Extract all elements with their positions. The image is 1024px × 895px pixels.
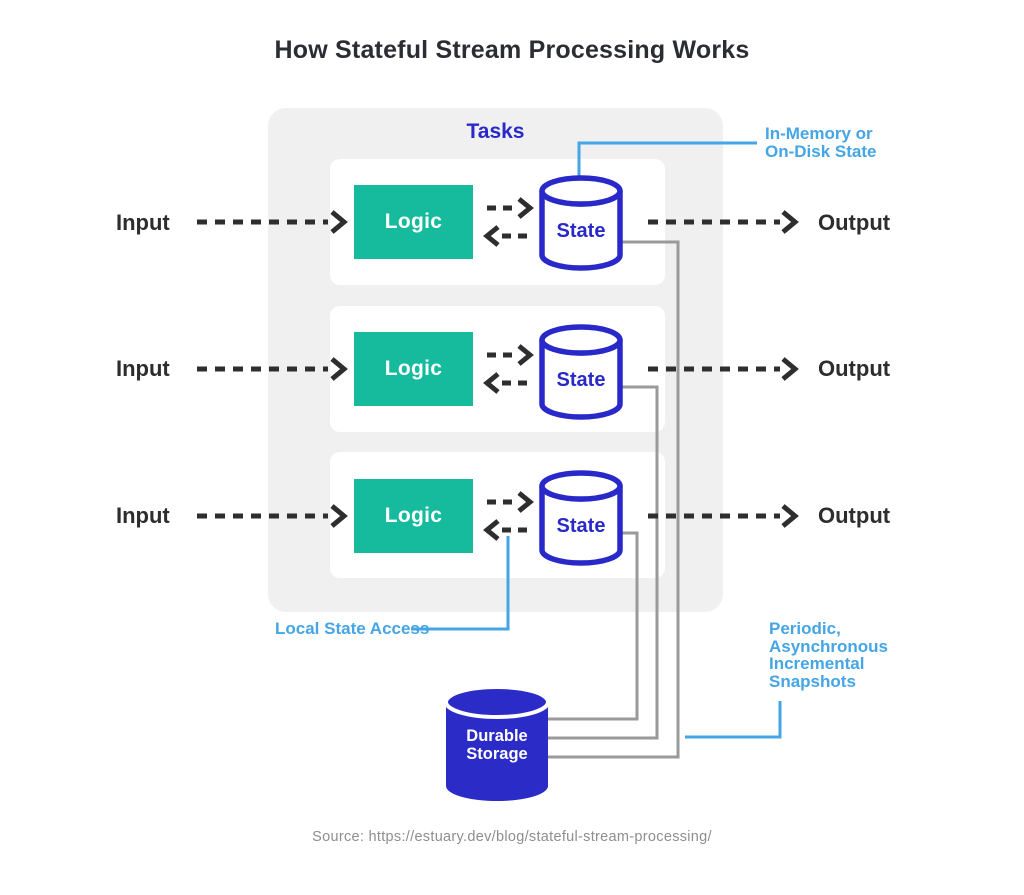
snapshots-callout-line4: Snapshots [769, 671, 856, 691]
page-title: How Stateful Stream Processing Works [274, 36, 750, 64]
logic-label: Logic [384, 504, 443, 527]
logic-box: Logic [354, 332, 473, 406]
tasks-panel-label: Tasks [466, 120, 525, 143]
durable-storage-top [444, 685, 550, 719]
arrowhead-right-icon [781, 210, 799, 234]
logic-label: Logic [384, 357, 443, 380]
state-label: State [556, 515, 606, 537]
snapshots-callout-line3: Incremental [769, 654, 865, 673]
input-label: Input [116, 210, 170, 235]
input-label: Input [116, 356, 170, 381]
snapshots-callout-line1: Periodic, [769, 619, 841, 638]
snapshots-callout-line2: Asynchronous [769, 636, 889, 656]
durable-storage-line1: Durable [466, 727, 528, 745]
memory-callout: In-Memory or On-Disk State [765, 125, 876, 160]
local-state-access-callout: Local State Access [275, 619, 430, 638]
arrowhead-right-icon [781, 504, 799, 528]
snapshots-callout: Periodic, Asynchronous Incremental Snaps… [769, 620, 888, 690]
durable-storage-line2: Storage [466, 745, 528, 763]
snapshots-callout-line [685, 701, 782, 739]
state-label: State [556, 369, 606, 391]
durable-storage-label: Durable Storage [442, 727, 552, 763]
logic-box: Logic [354, 185, 473, 259]
logic-label: Logic [384, 210, 443, 233]
state-label: State [556, 220, 606, 242]
memory-callout-line2: On-Disk State [765, 141, 877, 161]
input-label: Input [116, 503, 170, 528]
output-label: Output [818, 503, 891, 528]
arrowhead-right-icon [781, 357, 799, 381]
source-attribution: Source: https://estuary.dev/blog/statefu… [312, 829, 712, 845]
memory-callout-line1: In-Memory or [765, 124, 873, 143]
logic-box: Logic [354, 479, 473, 553]
output-label: Output [818, 356, 891, 381]
output-label: Output [818, 210, 891, 235]
